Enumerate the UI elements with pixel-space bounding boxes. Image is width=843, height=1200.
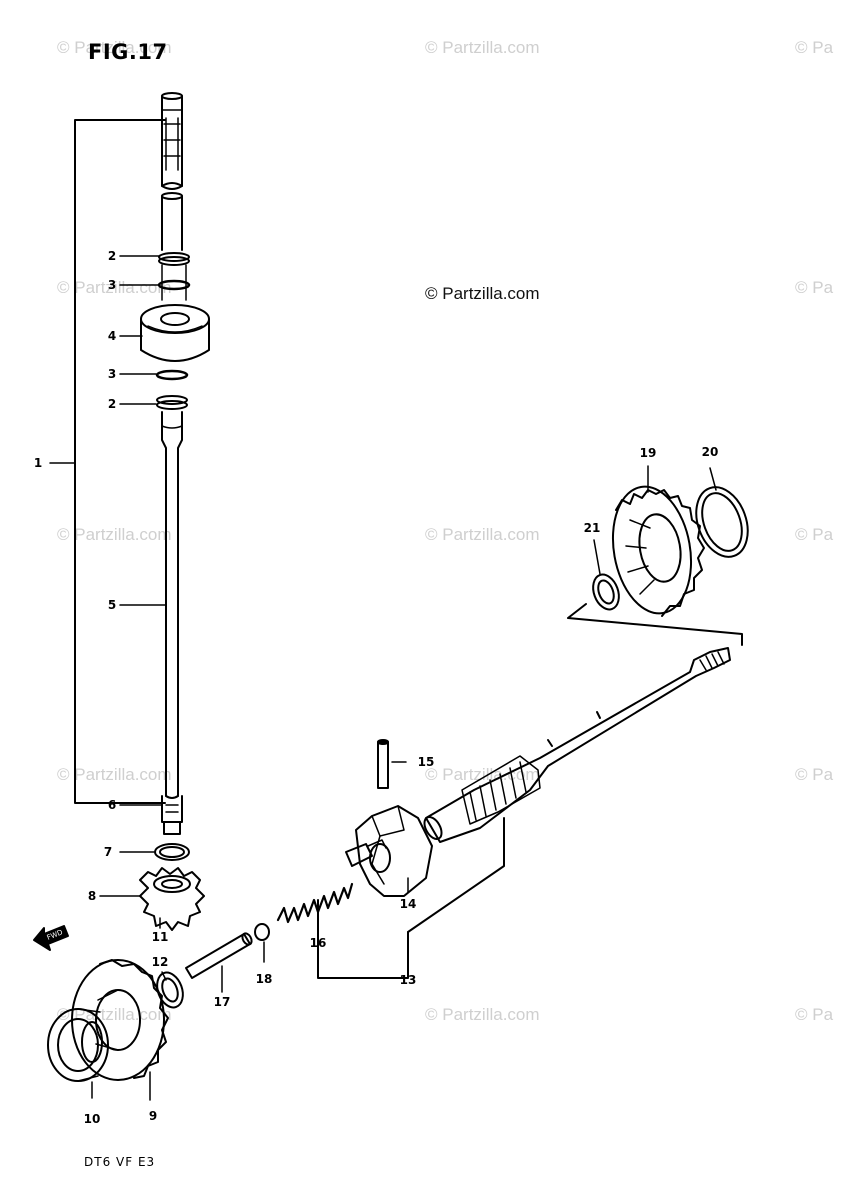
propeller-shaft (423, 647, 731, 843)
watermark: © Pa (795, 278, 834, 297)
drive-shaft-top (161, 92, 183, 100)
callout-2b[interactable]: 2 (107, 397, 117, 411)
bracket-13-leader (407, 817, 505, 933)
watermark: © Partzilla.com (57, 765, 172, 784)
watermark: © Pa (795, 38, 834, 57)
washer-12 (156, 971, 184, 1009)
shim-20 (695, 486, 749, 558)
washer-7 (154, 843, 190, 861)
bearing-4 (140, 304, 210, 362)
bracket-13 (317, 899, 409, 979)
callout-14[interactable]: 14 (399, 897, 417, 911)
push-rod-17 (185, 932, 253, 979)
ball-18 (254, 923, 270, 941)
callout-8[interactable]: 8 (87, 889, 97, 903)
callout-13[interactable]: 13 (399, 973, 417, 987)
washer-21 (592, 573, 620, 611)
callout-4[interactable]: 4 (107, 329, 117, 343)
callout-3[interactable]: 3 (107, 278, 117, 292)
callout-3b[interactable]: 3 (107, 367, 117, 381)
drive-shaft (161, 92, 183, 251)
callout-2[interactable]: 2 (107, 249, 117, 263)
copyright-notice: © Partzilla.com (425, 284, 540, 303)
callout-10[interactable]: 10 (83, 1112, 101, 1126)
callout-12[interactable]: 12 (151, 955, 169, 969)
callout-17[interactable]: 17 (213, 995, 231, 1009)
watermark: © Partzilla.com (57, 525, 172, 544)
model-code: DT6 VF E3 (84, 1155, 156, 1169)
figure-title: FIG.17 (88, 40, 168, 64)
shaft-end-6 (161, 795, 183, 835)
shaft-5 (161, 411, 183, 799)
watermark: © Pa (795, 525, 834, 544)
watermark: © Partzilla.com (425, 1005, 540, 1024)
callout-20[interactable]: 20 (701, 445, 719, 459)
fwd-arrow: FWD (33, 925, 69, 951)
ring-3 (157, 264, 191, 301)
callout-6[interactable]: 6 (107, 798, 117, 812)
spring-16 (276, 882, 354, 924)
forward-gear-9 (71, 959, 169, 1081)
watermark: © Partzilla.com (425, 38, 540, 57)
callout-7[interactable]: 7 (103, 845, 113, 859)
watermark: © Pa (795, 1005, 834, 1024)
shim-2 (158, 252, 190, 266)
pinion-8 (139, 867, 205, 931)
shim-2b (156, 395, 188, 410)
watermark: © Pa (795, 765, 834, 784)
ring-3b (155, 369, 189, 381)
callout-21[interactable]: 21 (583, 521, 601, 535)
watermark: © Partzilla.com (57, 278, 172, 297)
callout-5[interactable]: 5 (107, 598, 117, 612)
shim-10 (47, 1008, 109, 1082)
reverse-gear-19 (611, 485, 705, 617)
bracket-19 (567, 603, 743, 646)
callout-19[interactable]: 19 (639, 446, 657, 460)
callout-15[interactable]: 15 (417, 755, 435, 769)
callout-9[interactable]: 9 (148, 1109, 158, 1123)
callout-1[interactable]: 1 (33, 456, 43, 470)
callout-11[interactable]: 11 (151, 930, 169, 944)
bracket-1 (74, 119, 166, 804)
clutch-14 (345, 805, 433, 897)
watermark: © Partzilla.com (425, 525, 540, 544)
leader-lines (49, 255, 717, 1101)
callout-16[interactable]: 16 (309, 936, 327, 950)
watermark: © Partzilla.com (57, 38, 172, 57)
pin-15 (377, 739, 389, 789)
callout-18[interactable]: 18 (255, 972, 273, 986)
